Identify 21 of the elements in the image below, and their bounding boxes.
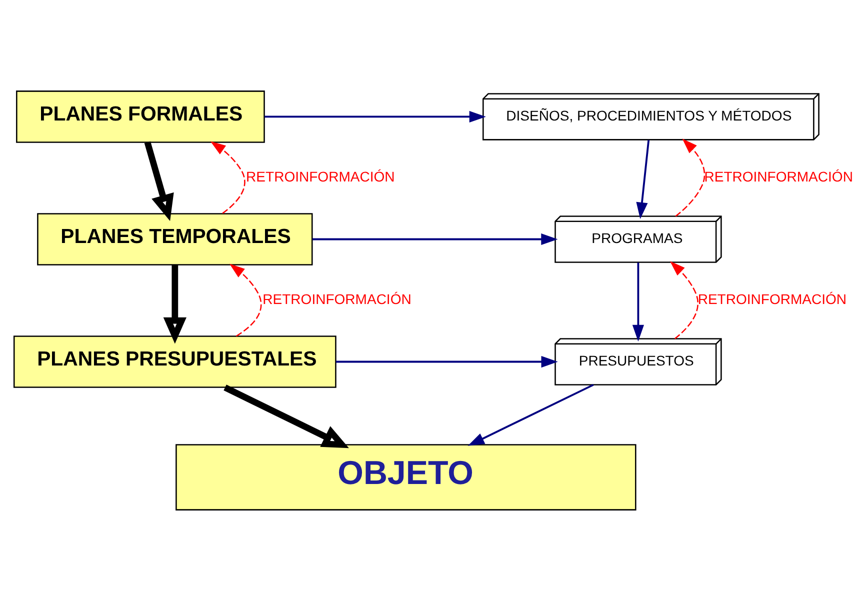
arrow (312, 232, 558, 245)
arrow (264, 110, 486, 122)
arrow (632, 262, 644, 342)
arrow (228, 263, 262, 336)
node-box: PLANES FORMALES (16, 90, 264, 142)
node-box: PLANES PRESUPUESTALES (12, 335, 336, 388)
edge-label: RETROINFORMACIÓN (246, 168, 394, 184)
arrow (669, 260, 698, 339)
arrow (467, 383, 594, 446)
edge-label: RETROINFORMACIÓN (704, 168, 852, 184)
edge-label: RETROINFORMACIÓN (262, 290, 411, 307)
arrow (162, 264, 186, 344)
arrow (210, 140, 245, 214)
edge-label: RETROINFORMACIÓN (697, 290, 846, 307)
arrow (636, 139, 650, 218)
arrow (335, 355, 558, 368)
arrow (674, 138, 705, 216)
node-box: PLANES TEMPORALES (36, 212, 312, 265)
arrow (223, 384, 348, 448)
node-box: OBJETO (175, 444, 636, 510)
arrow (144, 140, 174, 220)
